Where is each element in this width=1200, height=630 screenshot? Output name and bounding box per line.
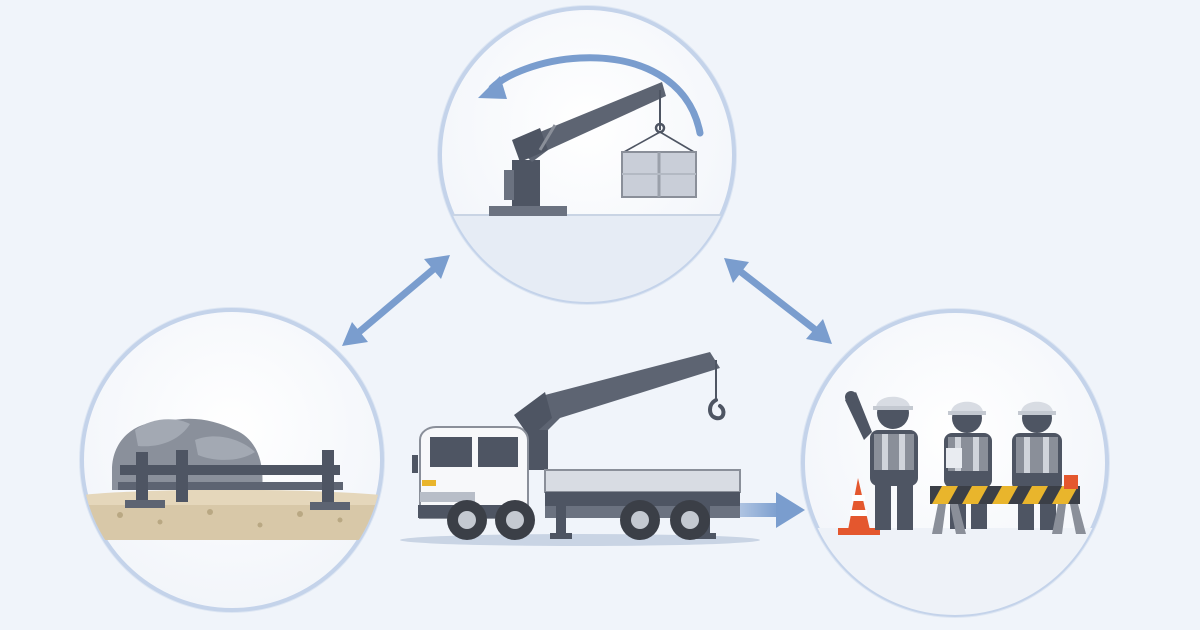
traffic-cone-icon xyxy=(838,478,880,535)
worker-pointing-icon xyxy=(845,391,918,530)
truck-wheels xyxy=(447,500,710,540)
safety-barrier-icon xyxy=(930,475,1086,534)
node-site-workers-safety xyxy=(800,308,1110,618)
ground-steel-plates-icon xyxy=(82,418,382,540)
node-crane-operation xyxy=(437,5,737,305)
connector-arrow-top-left xyxy=(342,255,450,346)
node-site-ground-preparation xyxy=(79,307,385,613)
connector-arrow-top-right xyxy=(724,258,832,344)
worker-standing-icon xyxy=(1012,401,1062,530)
truck-crane-boom xyxy=(510,352,726,470)
truck-cab xyxy=(412,426,529,519)
crane-truck-icon xyxy=(400,352,760,546)
